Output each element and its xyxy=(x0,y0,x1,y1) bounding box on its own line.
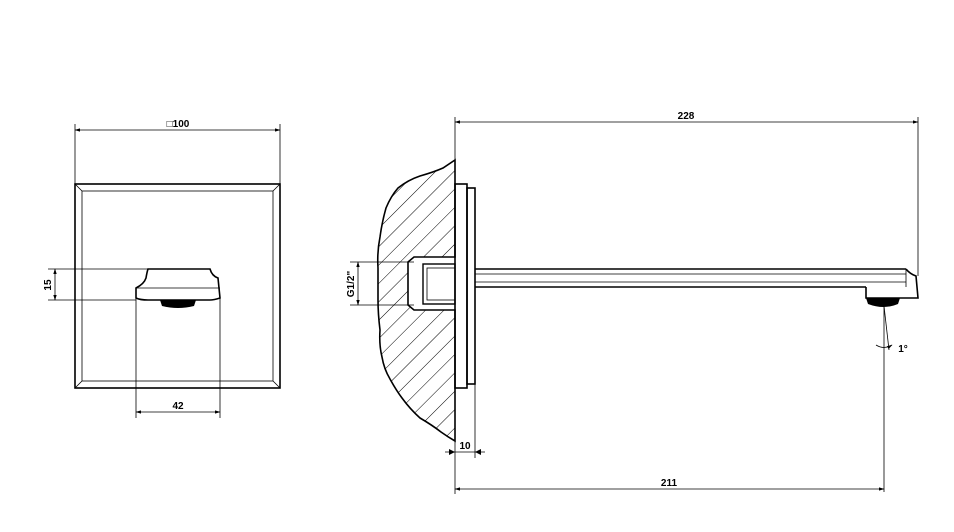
cover-plate-bevel xyxy=(81,190,274,382)
side-view: 1° 228 G1/2" 10 211 xyxy=(346,111,919,494)
plate-thickness-dimension-label: 10 xyxy=(459,441,471,452)
side-aerator-icon xyxy=(866,298,900,307)
front-view: □100 15 42 xyxy=(43,119,281,418)
spout-tip xyxy=(865,268,919,299)
spout-width-dimension-label: 42 xyxy=(172,401,184,412)
spout-front-profile xyxy=(135,268,221,301)
wall-plate xyxy=(454,183,468,389)
wall-section-hatch xyxy=(376,158,456,443)
pipe-socket xyxy=(422,263,456,305)
thread-dimension-label: G1/2" xyxy=(346,271,357,298)
outlet-distance-dimension-label: 211 xyxy=(661,478,678,489)
wall-plate-front xyxy=(466,187,476,385)
length-dimension-label: 228 xyxy=(678,111,695,122)
aerator-icon xyxy=(160,300,196,308)
cover-plate-outline xyxy=(74,183,281,389)
offset-dimension-label: 15 xyxy=(43,279,54,291)
width-dimension-label: □100 xyxy=(167,119,190,130)
angle-dimension-label: 1° xyxy=(898,344,908,355)
